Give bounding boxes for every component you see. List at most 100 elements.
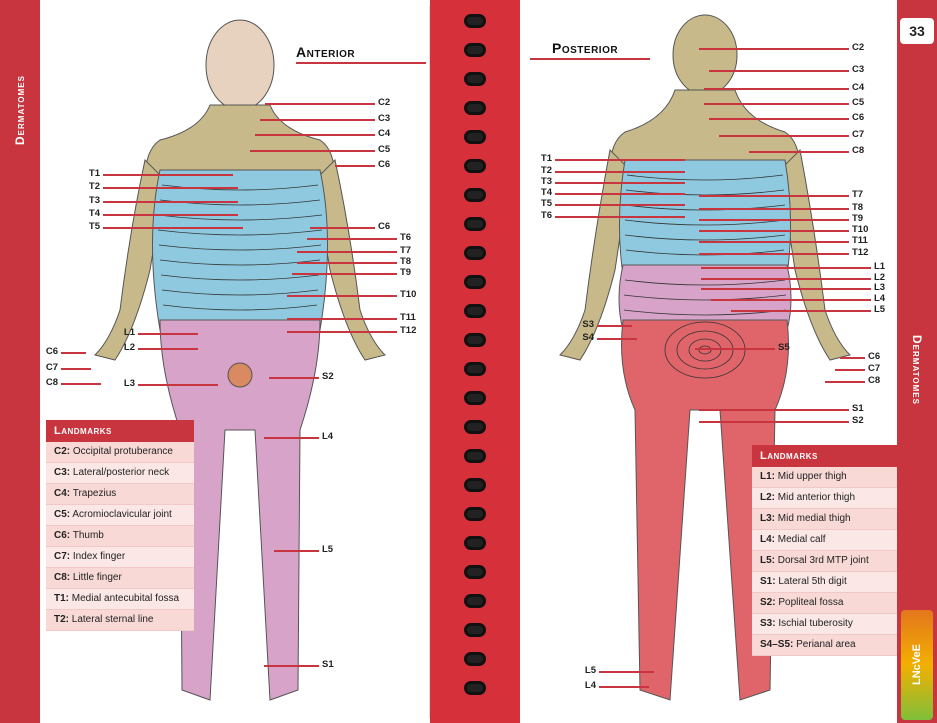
dermatome-label: C5	[378, 145, 390, 155]
landmark-row: S2: Popliteal fossa	[752, 593, 897, 614]
landmark-key: C2:	[54, 446, 70, 457]
landmark-key: C5:	[54, 509, 70, 520]
dermatome-label: C8	[868, 376, 880, 386]
leader-line	[840, 357, 865, 359]
binder-ring	[464, 275, 486, 289]
landmark-key: L1:	[760, 471, 775, 482]
binder-ring	[464, 304, 486, 318]
landmark-text: Perianal area	[793, 639, 855, 650]
binder-ring	[464, 565, 486, 579]
landmark-key: C7:	[54, 551, 70, 562]
leader-line	[555, 171, 685, 173]
dermatome-label: T5	[530, 199, 552, 209]
leader-line	[264, 437, 319, 439]
landmark-key: L3:	[760, 513, 775, 524]
landmark-key: L4:	[760, 534, 775, 545]
dermatome-label: L5	[874, 305, 885, 315]
landmark-text: Index finger	[70, 551, 125, 562]
landmark-key: C8:	[54, 572, 70, 583]
leader-line	[287, 331, 397, 333]
leader-line	[265, 103, 375, 105]
landmark-key: S2:	[760, 597, 776, 608]
binder-ring	[464, 72, 486, 86]
landmark-row: C5: Acromioclavicular joint	[46, 505, 194, 526]
dermatome-label: T7	[400, 246, 411, 256]
landmark-row: S1: Lateral 5th digit	[752, 572, 897, 593]
dermatome-label: C6	[378, 222, 390, 232]
leader-line	[599, 686, 649, 688]
binder-ring	[464, 681, 486, 695]
dermatome-label: L3	[113, 379, 135, 389]
dermatome-label: S5	[778, 343, 790, 353]
leader-line	[699, 208, 849, 210]
landmark-text: Dorsal 3rd MTP joint	[775, 555, 869, 566]
dermatome-label: C7	[852, 130, 864, 140]
dermatome-label: C4	[378, 129, 390, 139]
landmark-row: C7: Index finger	[46, 547, 194, 568]
leader-line	[103, 187, 238, 189]
landmark-text: Occipital protuberance	[70, 446, 173, 457]
leader-line	[699, 230, 849, 232]
landmark-key: S1:	[760, 576, 776, 587]
leader-line	[699, 219, 849, 221]
landmark-key: T1:	[54, 593, 69, 604]
landmark-row: S3: Ischial tuberosity	[752, 614, 897, 635]
leader-line	[310, 227, 375, 229]
dermatome-label: L5	[574, 666, 596, 676]
dermatome-label: T12	[852, 248, 868, 258]
dermatome-label: C8	[852, 146, 864, 156]
landmark-text: Mid upper thigh	[775, 471, 847, 482]
binder-ring	[464, 14, 486, 28]
leader-line	[597, 338, 637, 340]
binder-ring	[464, 652, 486, 666]
dermatome-label: T12	[400, 326, 416, 336]
landmark-text: Little finger	[70, 572, 122, 583]
leader-line	[701, 278, 871, 280]
dermatome-label: T1	[78, 169, 100, 179]
dermatome-label: T9	[852, 214, 863, 224]
landmark-text: Medial antecubital fossa	[69, 593, 179, 604]
landmark-row: L4: Medial calf	[752, 530, 897, 551]
posterior-right-arm	[780, 150, 850, 360]
dermatome-label: T11	[400, 313, 416, 323]
leader-line	[555, 159, 685, 161]
leader-line	[825, 381, 865, 383]
dermatome-label: T1	[530, 154, 552, 164]
leader-line	[297, 262, 397, 264]
leader-line	[264, 665, 319, 667]
dermatome-label: T3	[530, 177, 552, 187]
leader-line	[704, 88, 849, 90]
binder-ring	[464, 101, 486, 115]
leader-line	[61, 352, 86, 354]
dermatome-label: T5	[78, 222, 100, 232]
leader-line	[701, 267, 871, 269]
binder-ring	[464, 449, 486, 463]
leader-line	[250, 150, 375, 152]
dermatome-label: C5	[852, 98, 864, 108]
landmark-row: L1: Mid upper thigh	[752, 467, 897, 488]
leader-line	[597, 325, 632, 327]
dermatome-label: T7	[852, 190, 863, 200]
dermatome-label: S4	[572, 333, 594, 343]
dermatome-label: C2	[378, 98, 390, 108]
section-tab-strip[interactable]: LNcVeE	[901, 610, 933, 720]
landmark-key: S4–S5:	[760, 639, 793, 650]
leader-line	[138, 348, 198, 350]
landmark-key: L2:	[760, 492, 775, 503]
binder-ring	[464, 420, 486, 434]
landmark-row: C8: Little finger	[46, 568, 194, 589]
dermatome-label: C4	[852, 83, 864, 93]
landmark-row: C4: Trapezius	[46, 484, 194, 505]
landmark-row: C2: Occipital protuberance	[46, 442, 194, 463]
landmark-text: Mid medial thigh	[775, 513, 851, 524]
leader-line	[731, 310, 871, 312]
binder-ring	[464, 391, 486, 405]
leader-line	[749, 151, 849, 153]
leader-line	[103, 174, 233, 176]
landmark-row: L5: Dorsal 3rd MTP joint	[752, 551, 897, 572]
binder-ring	[464, 507, 486, 521]
dermatome-label: T2	[78, 182, 100, 192]
dermatome-label: T8	[400, 257, 411, 267]
